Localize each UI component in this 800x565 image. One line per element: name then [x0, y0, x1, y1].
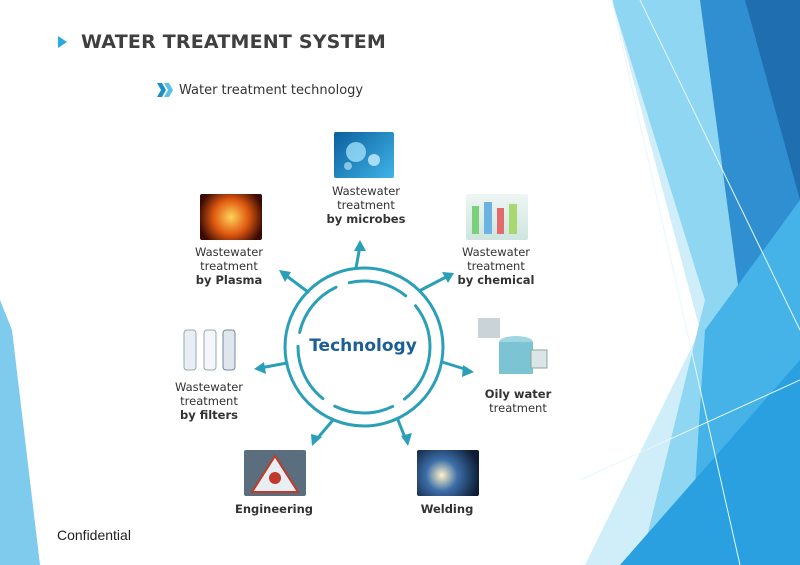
- node-plasma-line2: treatment: [200, 259, 258, 273]
- arrow-oily-icon: [462, 365, 474, 377]
- slide-title: WATER TREATMENT SYSTEM: [58, 31, 386, 53]
- node-microbes-line3: by microbes: [326, 212, 406, 226]
- diagram-subtitle-text: Water treatment technology: [179, 82, 364, 98]
- microbes-image: [334, 132, 394, 178]
- node-welding: Welding: [397, 502, 497, 516]
- welding-image: [417, 450, 479, 496]
- bullet-arrow-icon: [58, 36, 67, 48]
- confidential-footer: Confidential: [57, 527, 131, 543]
- node-microbes-line2: treatment: [337, 198, 395, 212]
- plasma-image: [200, 194, 262, 240]
- arrow-microbes-icon: [354, 240, 366, 251]
- arrow-welding-icon: [401, 433, 412, 446]
- engineering-image: [244, 450, 306, 496]
- slide-title-text: WATER TREATMENT SYSTEM: [81, 31, 387, 53]
- node-engineering-line1: Engineering: [234, 502, 314, 516]
- node-oily-line2: treatment: [489, 401, 547, 415]
- node-plasma: Wastewater treatment by Plasma: [179, 245, 279, 287]
- node-welding-line1: Welding: [420, 502, 474, 516]
- node-filters-line2: treatment: [180, 394, 238, 408]
- chemical-image: [466, 194, 528, 240]
- arrow-filters-icon: [254, 362, 266, 374]
- node-plasma-line1: Wastewater: [194, 245, 264, 259]
- node-chemical: Wastewater treatment by chemical: [446, 245, 546, 287]
- node-plasma-line3: by Plasma: [195, 273, 263, 287]
- oily-water-machine-image: [476, 312, 550, 382]
- node-microbes-line1: Wastewater: [331, 184, 401, 198]
- node-chemical-line2: treatment: [467, 259, 525, 273]
- node-oily-line1: Oily water: [484, 387, 552, 401]
- node-filters: Wastewater treatment by filters: [159, 380, 259, 422]
- node-engineering: Engineering: [224, 502, 324, 516]
- chevron-logo-icon: [157, 83, 173, 97]
- filter-cartridges-image: [178, 327, 240, 373]
- node-filters-line1: Wastewater: [174, 380, 244, 394]
- node-microbes: Wastewater treatment by microbes: [316, 184, 416, 226]
- arrow-chemical-icon: [442, 272, 454, 283]
- center-technology-label: Technology: [309, 336, 417, 356]
- node-filters-line3: by filters: [179, 408, 238, 422]
- arrow-engineering-icon: [311, 434, 322, 446]
- arrow-plasma-icon: [279, 270, 291, 282]
- node-oily-water: Oily water treatment: [468, 387, 568, 415]
- diagram-subtitle: Water treatment technology: [156, 81, 363, 99]
- node-chemical-line1: Wastewater: [461, 245, 531, 259]
- node-chemical-line3: by chemical: [457, 273, 535, 287]
